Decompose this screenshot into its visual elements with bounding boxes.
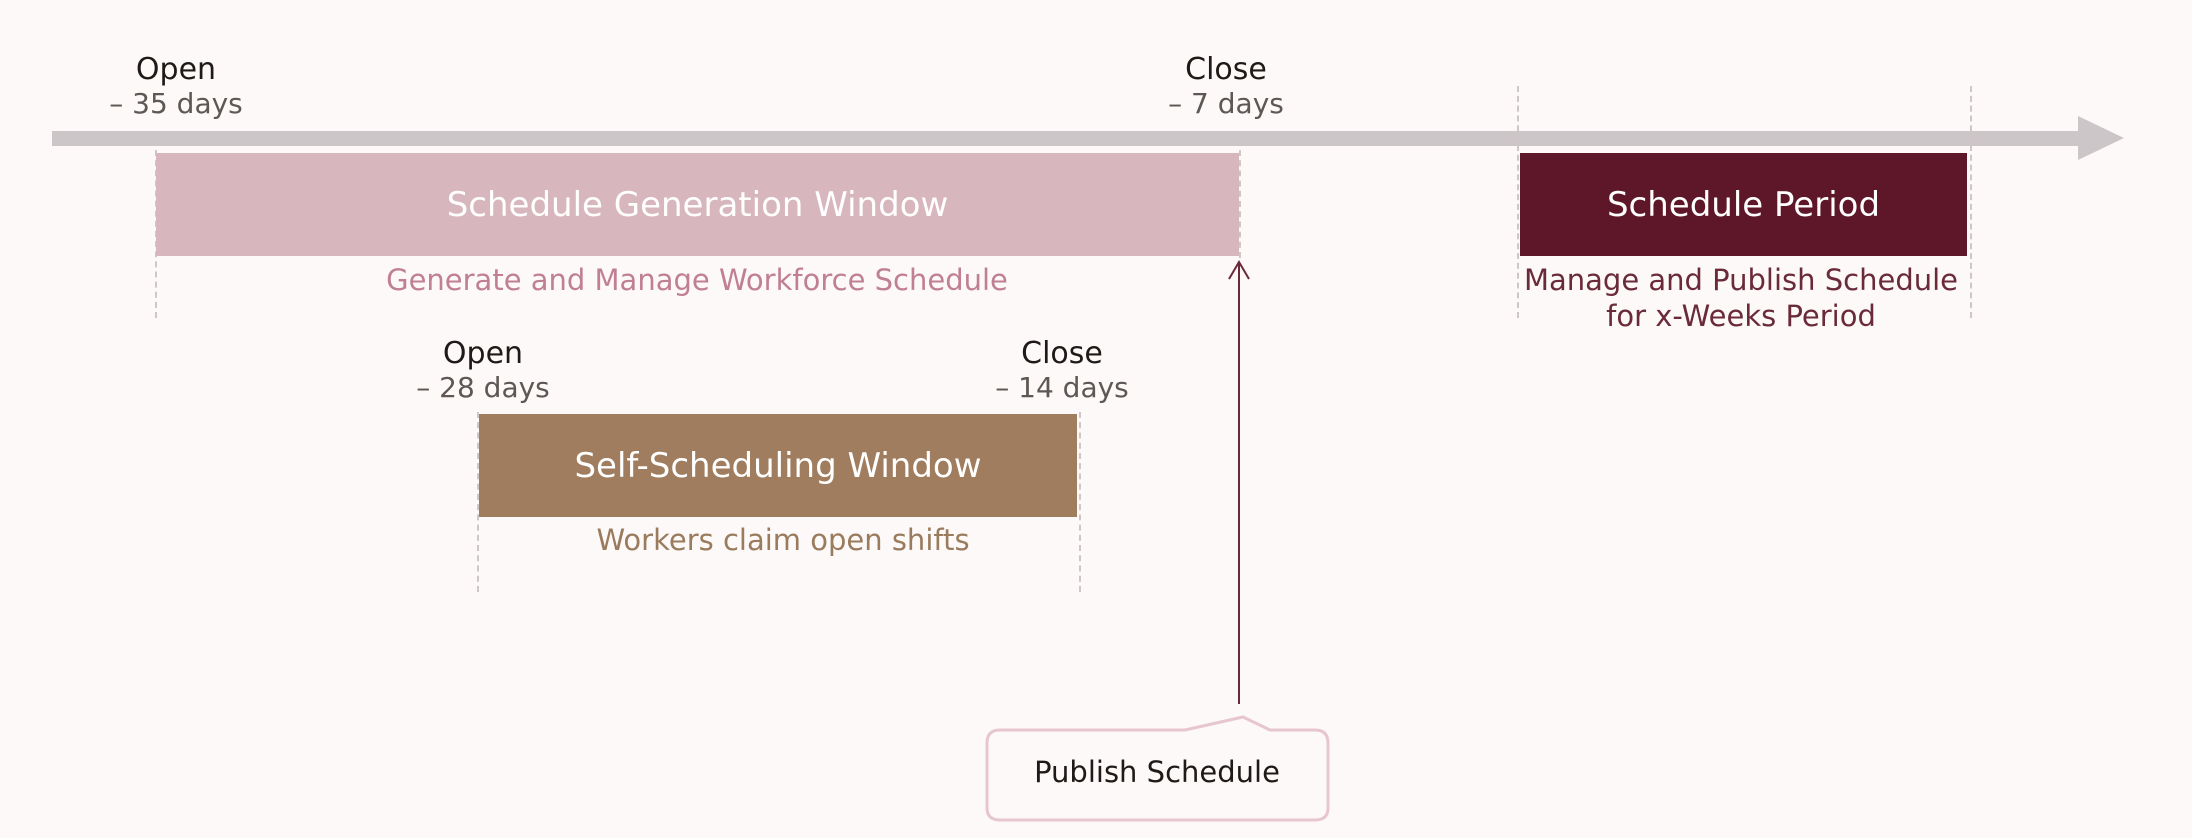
timeline-arrowhead	[2078, 116, 2124, 160]
generation-window-bar: Schedule Generation Window	[156, 153, 1239, 256]
schedule-period-bar: Schedule Period	[1520, 153, 1967, 256]
schedule-period-title: Schedule Period	[1606, 184, 1881, 225]
self-open-guide	[477, 412, 479, 592]
self-scheduling-window-title: Self-Scheduling Window	[574, 445, 982, 486]
generation-open-label-group: Open – 35 days	[109, 52, 243, 120]
publish-callout-shape	[985, 715, 1330, 822]
self-scheduling-caption: Workers claim open shifts	[596, 523, 970, 557]
self-close-guide	[1079, 412, 1081, 592]
self-open-offset: – 28 days	[416, 371, 550, 404]
schedule-period-caption-line1: Manage and Publish Schedule	[1523, 263, 1959, 297]
generation-open-label: Open	[135, 52, 217, 87]
self-close-label-group: Close – 14 days	[995, 336, 1129, 404]
self-open-label: Open	[442, 336, 524, 371]
generation-window-caption: Generate and Manage Workforce Schedule	[386, 263, 1008, 297]
generation-close-offset: – 7 days	[1168, 87, 1284, 120]
generation-close-label: Close	[1185, 52, 1267, 87]
self-close-offset: – 14 days	[995, 371, 1129, 404]
generation-close-label-group: Close – 7 days	[1168, 52, 1284, 120]
schedule-period-caption-line2: for x-Weeks Period	[1606, 299, 1876, 333]
publish-schedule-label: Publish Schedule	[1034, 755, 1280, 789]
generation-open-offset: – 35 days	[109, 87, 243, 120]
generation-close-guide	[1239, 150, 1241, 258]
period-end-guide	[1970, 86, 1972, 318]
self-open-label-group: Open – 28 days	[416, 336, 550, 404]
self-close-label: Close	[1021, 336, 1103, 371]
period-start-guide	[1517, 86, 1519, 318]
generation-window-title: Schedule Generation Window	[446, 184, 949, 225]
self-scheduling-window-bar: Self-Scheduling Window	[479, 414, 1077, 517]
timeline-shaft	[52, 131, 2082, 146]
publish-line-arrowhead	[1228, 260, 1250, 280]
schedule-period-caption: Manage and Publish Schedule for x-Weeks …	[1524, 262, 1958, 334]
